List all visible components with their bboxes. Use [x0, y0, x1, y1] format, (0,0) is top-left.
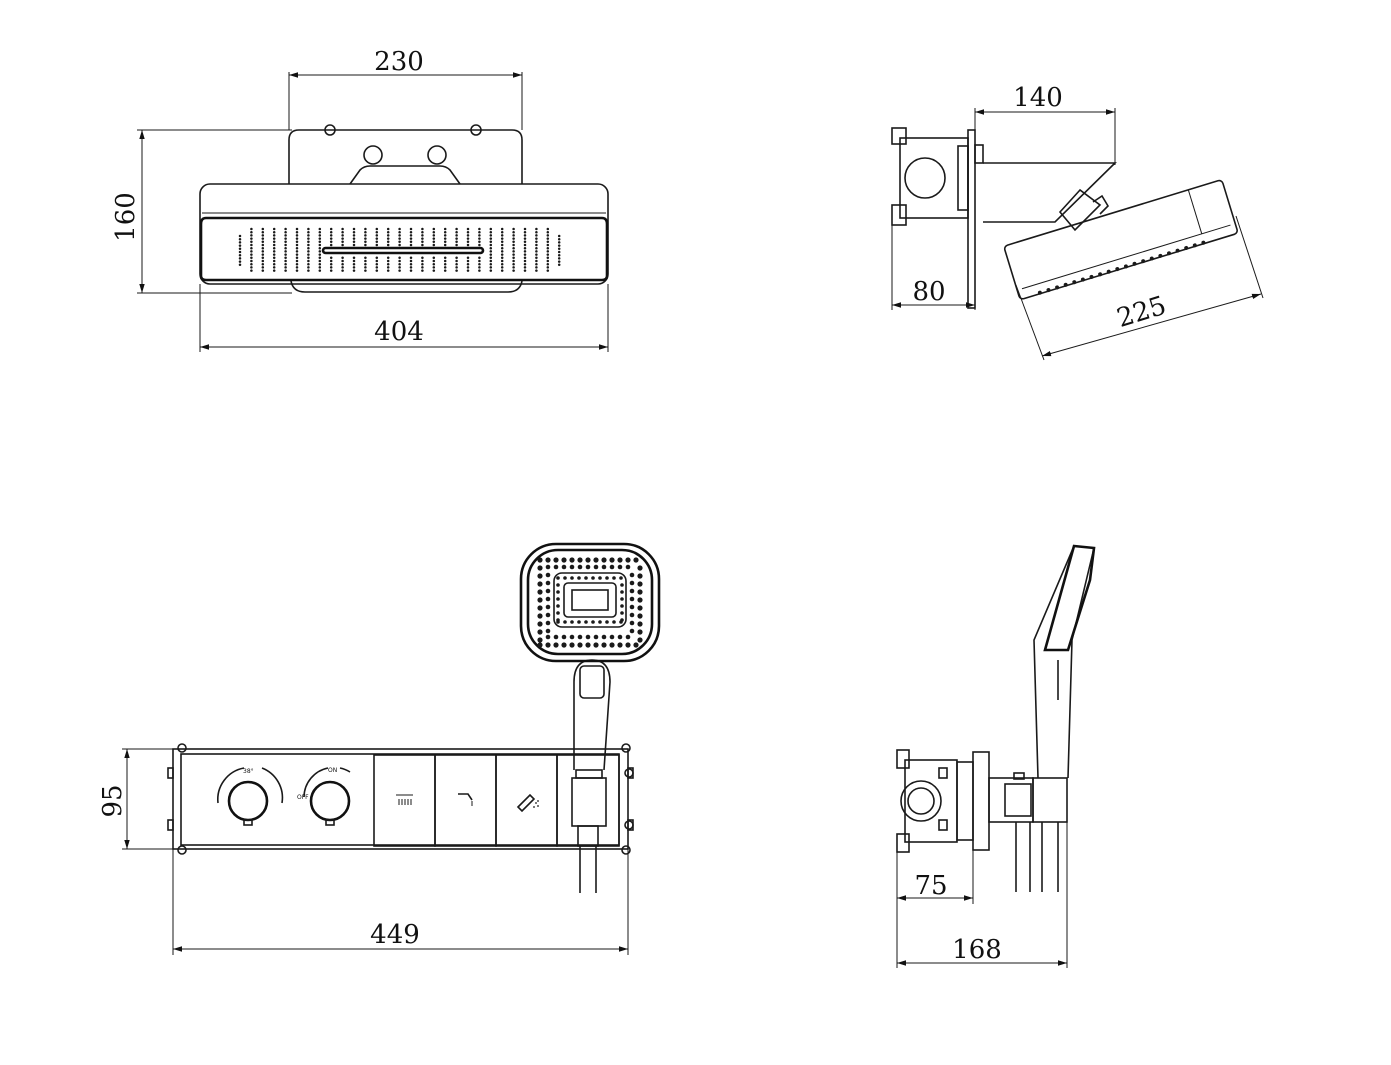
- dim-225: 225: [1114, 291, 1170, 334]
- nozzle-grid: [238, 227, 561, 272]
- control-panel-side-view: 75 168: [896, 544, 1096, 968]
- dim-230: 230: [374, 47, 424, 77]
- flow-off-marking: OFF: [297, 794, 309, 801]
- shower-head-side-view: 140 80 225: [891, 83, 1264, 361]
- side-nozzle-row: [1037, 240, 1206, 295]
- control-panel-front-view: 38° ON OFF: [98, 542, 661, 955]
- dim-449: 449: [370, 920, 420, 950]
- dim-404: 404: [374, 317, 424, 347]
- hand-shower-button[interactable]: [495, 754, 558, 847]
- flow-knob[interactable]: ON OFF: [297, 767, 351, 826]
- temperature-marking: 38°: [243, 768, 254, 775]
- dim-75: 75: [914, 871, 947, 901]
- hand-shower-nozzles: [537, 557, 643, 648]
- dim-140: 140: [1013, 83, 1063, 113]
- temperature-knob[interactable]: 38°: [217, 767, 284, 826]
- dim-95: 95: [98, 784, 128, 817]
- hand-shower-icon: [516, 793, 539, 813]
- overhead-shower-button[interactable]: [373, 754, 436, 847]
- hand-shower: [519, 542, 661, 893]
- flow-on-marking: ON: [328, 767, 337, 774]
- spout-icon: [458, 793, 473, 806]
- shower-head-front-view: 230 160 404: [111, 47, 609, 352]
- dim-160: 160: [111, 192, 141, 242]
- dim-168: 168: [952, 935, 1002, 965]
- spout-button[interactable]: [434, 754, 497, 847]
- dim-80: 80: [912, 277, 945, 307]
- overhead-shower-icon: [396, 794, 413, 805]
